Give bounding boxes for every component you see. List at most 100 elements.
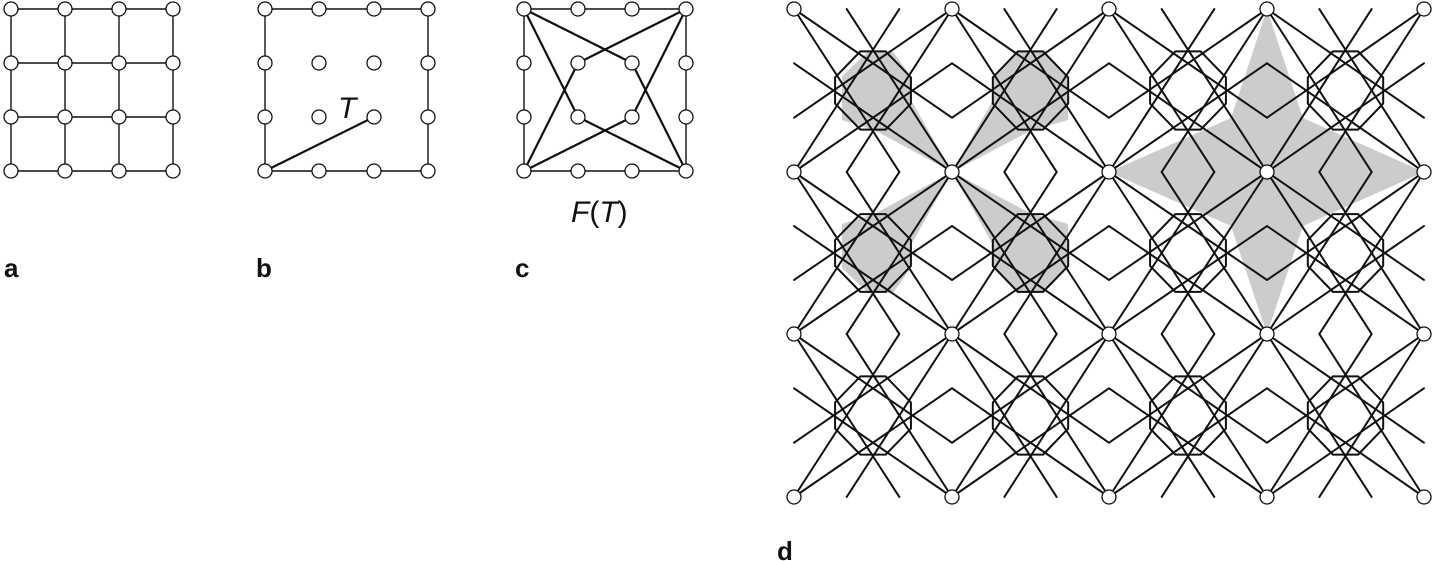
grid-node — [311, 55, 327, 71]
caption-arg: T — [599, 196, 620, 229]
grid-node — [570, 1, 586, 17]
tiling-edge — [951, 333, 1058, 498]
tiling-edge — [845, 333, 953, 498]
cell-octagon — [1306, 50, 1385, 131]
grid-node — [624, 1, 640, 17]
boundary-square — [523, 8, 687, 172]
panel-d-tiling — [786, 1, 1432, 505]
lattice-node — [786, 489, 802, 505]
tiling-edge — [793, 387, 953, 498]
grid-node — [3, 55, 19, 71]
tiling-edge — [1108, 387, 1268, 498]
grid-node — [516, 55, 532, 71]
grid-node — [366, 109, 382, 125]
caption-func: F — [571, 196, 591, 229]
tiling-edge — [1266, 8, 1425, 119]
tiling-edge — [793, 171, 953, 281]
panel-b-grid — [257, 1, 436, 179]
tiling-edge — [845, 8, 953, 173]
tiling-edge — [1108, 62, 1268, 173]
grid-node — [420, 163, 436, 179]
lattice-node — [944, 164, 960, 180]
panel-letter-b: b — [256, 253, 272, 283]
tiling-edge — [1266, 333, 1425, 444]
lattice-node — [1416, 1, 1432, 17]
segment-label-t: T — [338, 92, 359, 125]
image-segment — [576, 7, 688, 65]
grid-node — [570, 163, 586, 179]
lattice-node — [1101, 1, 1117, 17]
tiling-edge — [793, 62, 953, 173]
tiling-edge — [1266, 62, 1425, 173]
panel-c-caption: F(T) — [571, 196, 628, 229]
cell-octagon — [834, 375, 912, 456]
lattice-node — [1259, 1, 1275, 17]
tiling-edge — [1160, 333, 1268, 498]
grid-node — [57, 109, 73, 125]
image-segment — [522, 115, 634, 173]
tiling-edge — [793, 333, 953, 444]
tiling-edge — [1160, 171, 1268, 335]
cell-octagon — [834, 213, 912, 293]
tiling-edge — [951, 8, 1058, 173]
grid-node — [165, 109, 181, 125]
lattice-node — [944, 489, 960, 505]
grid-node — [570, 55, 586, 71]
grid-node — [111, 55, 127, 71]
grid-node — [516, 109, 532, 125]
cell-octagon — [991, 50, 1070, 131]
tiling-edge — [1108, 171, 1216, 335]
grid-node — [624, 55, 640, 71]
tiling-edge — [793, 8, 901, 173]
tiling-edge — [951, 8, 1110, 119]
grid-node — [165, 1, 181, 17]
grid-node — [111, 109, 127, 125]
shaded-region — [842, 52, 952, 172]
cell-octagon — [834, 50, 912, 131]
grid-node — [3, 1, 19, 17]
image-segment — [522, 7, 580, 119]
tiling-edge — [1160, 8, 1268, 173]
grid-node — [624, 109, 640, 125]
grid-node — [366, 163, 382, 179]
image-segment — [630, 61, 688, 173]
grid-node — [624, 163, 640, 179]
grid-node — [570, 109, 586, 125]
tiling-edge — [951, 62, 1110, 173]
cell-octagon — [1306, 375, 1385, 456]
lattice-node — [1101, 489, 1117, 505]
grid-node — [516, 1, 532, 17]
tiling-edge — [1266, 225, 1425, 335]
tiling-edge — [1266, 171, 1373, 335]
grid-node — [165, 163, 181, 179]
tiling-edge — [793, 8, 953, 119]
shaded-region — [952, 52, 1068, 172]
grid-node — [311, 109, 327, 125]
grid-node — [165, 55, 181, 71]
tiling-edge — [1318, 171, 1425, 335]
grid-node — [57, 163, 73, 179]
grid-node — [3, 163, 19, 179]
lattice-node — [1416, 164, 1432, 180]
shaded-region — [842, 172, 952, 293]
grid-node — [257, 163, 273, 179]
caption-open-paren: ( — [589, 196, 599, 229]
panel-letter-c: c — [515, 253, 529, 283]
tiling-edge — [1003, 8, 1110, 173]
cell-octagon — [1149, 50, 1227, 131]
grid-node — [57, 1, 73, 17]
grid-node — [366, 1, 382, 17]
image-segment — [576, 115, 688, 173]
panel-a-grid — [3, 1, 181, 179]
cell-octagon — [991, 375, 1070, 456]
cell-octagon — [1306, 213, 1385, 293]
tiling-edge — [1266, 387, 1425, 498]
grid-node — [311, 163, 327, 179]
shaded-region — [952, 172, 1068, 293]
lattice-node — [944, 1, 960, 17]
lattice-node — [944, 326, 960, 342]
grid-node — [57, 55, 73, 71]
tiling-edge — [1266, 8, 1373, 173]
segment-t — [263, 115, 376, 173]
